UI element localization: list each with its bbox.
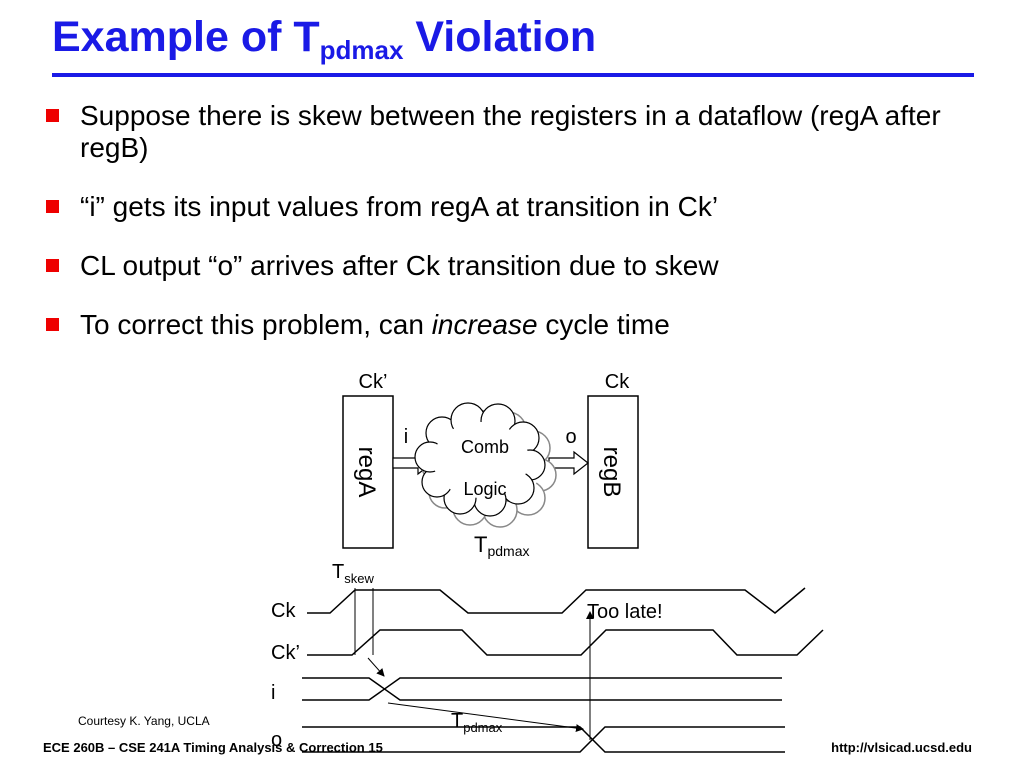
too-late-label: Too late! bbox=[587, 601, 663, 623]
input-signal-label: i bbox=[404, 426, 408, 448]
bullet-text-pre: To correct this problem, can bbox=[80, 309, 432, 340]
logic-label-line2: Logic bbox=[463, 479, 506, 499]
title-end: Violation bbox=[403, 13, 597, 61]
red-square-bullet-icon bbox=[46, 318, 59, 331]
credit-text: Courtesy K. Yang, UCLA bbox=[78, 714, 210, 728]
trigger-arrow-icon bbox=[367, 657, 385, 677]
site-url: http://vlsicad.ucsd.edu bbox=[831, 740, 972, 755]
signal-label-ck-prime: Ck’ bbox=[271, 642, 300, 664]
skew-label: Tskew bbox=[332, 561, 374, 586]
bullet-item: CL output “o” arrives after Ck transitio… bbox=[44, 250, 984, 282]
output-signal-label: o bbox=[565, 426, 576, 448]
circuit-delay-label: Tpdmax bbox=[474, 532, 529, 559]
signal-label-o: o bbox=[271, 729, 282, 751]
delay-arrow-icon bbox=[387, 702, 584, 733]
red-square-bullet-icon bbox=[46, 109, 59, 122]
regB-box bbox=[587, 395, 639, 549]
bullet-text: Suppose there is skew between the regist… bbox=[80, 100, 941, 163]
o-signal-line bbox=[302, 726, 785, 753]
signal-label-ck: Ck bbox=[271, 600, 296, 622]
logic-label-line1: Comb bbox=[461, 437, 509, 457]
bullet-item: “i” gets its input values from regA at t… bbox=[44, 191, 984, 223]
regA-label: regA bbox=[353, 447, 380, 498]
i-signal-line bbox=[302, 677, 782, 701]
skew-T: T bbox=[332, 561, 344, 583]
signal-label-i: i bbox=[271, 682, 275, 704]
regB-label: regB bbox=[598, 447, 625, 498]
delay-subscript: pdmax bbox=[487, 543, 529, 559]
title-subscript: pdmax bbox=[319, 35, 404, 65]
bullet-text: “i” gets its input values from regA at t… bbox=[80, 191, 719, 222]
red-square-bullet-icon bbox=[46, 259, 59, 272]
timing-delay-subscript: pdmax bbox=[463, 720, 503, 735]
bullet-list: Suppose there is skew between the regist… bbox=[44, 100, 984, 341]
regB-clock-label: Ck bbox=[605, 371, 630, 393]
bullet-emphasis: increase bbox=[431, 309, 538, 340]
title-main: Example of T bbox=[52, 13, 320, 61]
timing-delay-label: Tpdmax bbox=[451, 710, 503, 735]
delay-T: T bbox=[474, 532, 487, 557]
course-footer: ECE 260B – CSE 241A Timing Analysis & Co… bbox=[43, 740, 383, 755]
bullet-item: To correct this problem, can increase cy… bbox=[44, 309, 984, 341]
title-underline bbox=[52, 73, 974, 77]
timing-delay-T: T bbox=[451, 710, 463, 732]
bullet-item: Suppose there is skew between the regist… bbox=[44, 100, 984, 164]
skew-subscript: skew bbox=[344, 571, 374, 586]
ck-prime-waveform bbox=[307, 629, 824, 656]
regA-box bbox=[342, 395, 394, 549]
regA-clock-label: Ck’ bbox=[359, 371, 388, 393]
bullet-text-post: cycle time bbox=[537, 309, 670, 340]
red-square-bullet-icon bbox=[46, 200, 59, 213]
slide-title: Example of Tpdmax Violation bbox=[52, 13, 597, 65]
bullet-text: CL output “o” arrives after Ck transitio… bbox=[80, 250, 719, 281]
ck-waveform bbox=[307, 587, 806, 614]
cloud-icon bbox=[414, 402, 546, 517]
